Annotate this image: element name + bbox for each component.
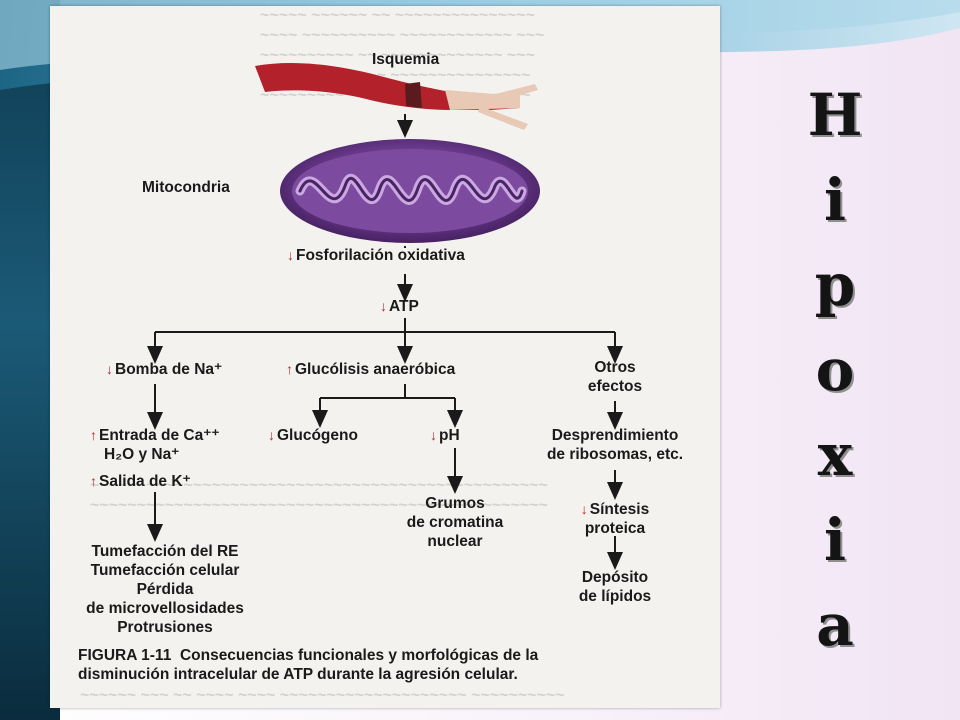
arrow-down-icon: ↓ — [287, 247, 294, 263]
arrow-down-icon: ↓ — [380, 298, 387, 314]
figure-number: FIGURA 1-11 — [78, 647, 172, 664]
node-otros-efectos: Otros efectos — [587, 359, 643, 395]
title-letter: a — [816, 591, 854, 659]
arrow-down-icon: ↓ — [106, 361, 113, 377]
node-salida-k: ↑Salida de K⁺ — [90, 473, 191, 490]
mitochondrion-illustration — [280, 139, 540, 243]
node-tumefaccion: Tumefacción del RE Tumefacción celular P… — [86, 543, 244, 636]
node-grumos: Grumos de cromatina nuclear — [406, 495, 504, 550]
title-letter: o — [815, 336, 855, 404]
title-letter: i — [823, 506, 847, 574]
node-glucolisis: ↑Glucólisis anaeróbica — [286, 361, 456, 378]
node-fosforilacion: ↓Fosforilación oxidativa — [287, 247, 465, 264]
arrow-up-icon: ↑ — [286, 361, 293, 377]
node-ph: ↓pH — [430, 427, 460, 444]
slide-title-hipoxia: H i p o x i a — [780, 80, 890, 660]
figure-page: ~~~~~ ~~~~~~ ~~ ~~~~~~~~~~~~~~~ ~~~~ ~~~… — [50, 6, 720, 708]
title-letter: x — [817, 421, 853, 489]
arrow-down-icon: ↓ — [268, 427, 275, 443]
arrow-down-icon: ↓ — [430, 427, 437, 443]
arrow-down-icon: ↓ — [580, 501, 588, 517]
node-sintesis: ↓Síntesis proteica — [580, 501, 650, 537]
title-letter: i — [823, 166, 847, 234]
title-letter: p — [814, 251, 856, 319]
node-desprendimiento: Desprendimiento de ribosomas, etc. — [546, 427, 684, 463]
node-glucogeno: ↓Glucógeno — [268, 427, 358, 444]
flow-diagram — [147, 63, 623, 570]
node-deposito: Depósito de lípidos — [578, 569, 652, 605]
arrow-up-icon: ↑ — [90, 427, 97, 443]
node-atp: ↓ATP — [380, 298, 419, 315]
node-entrada-ca: ↑Entrada de Ca⁺⁺ H₂O y Na⁺ — [90, 427, 220, 463]
blood-vessel-illustration — [255, 63, 538, 130]
node-bomba-na: ↓Bomba de Na⁺ — [106, 361, 223, 378]
connector-lines — [147, 114, 623, 570]
node-mitocondria: Mitocondria — [142, 179, 230, 196]
figure-caption: FIGURA 1-11 Consecuencias funcionales y … — [78, 647, 539, 683]
title-letter: H — [807, 81, 863, 149]
node-isquemia: Isquemia — [372, 51, 440, 68]
arrow-up-icon: ↑ — [90, 473, 97, 489]
